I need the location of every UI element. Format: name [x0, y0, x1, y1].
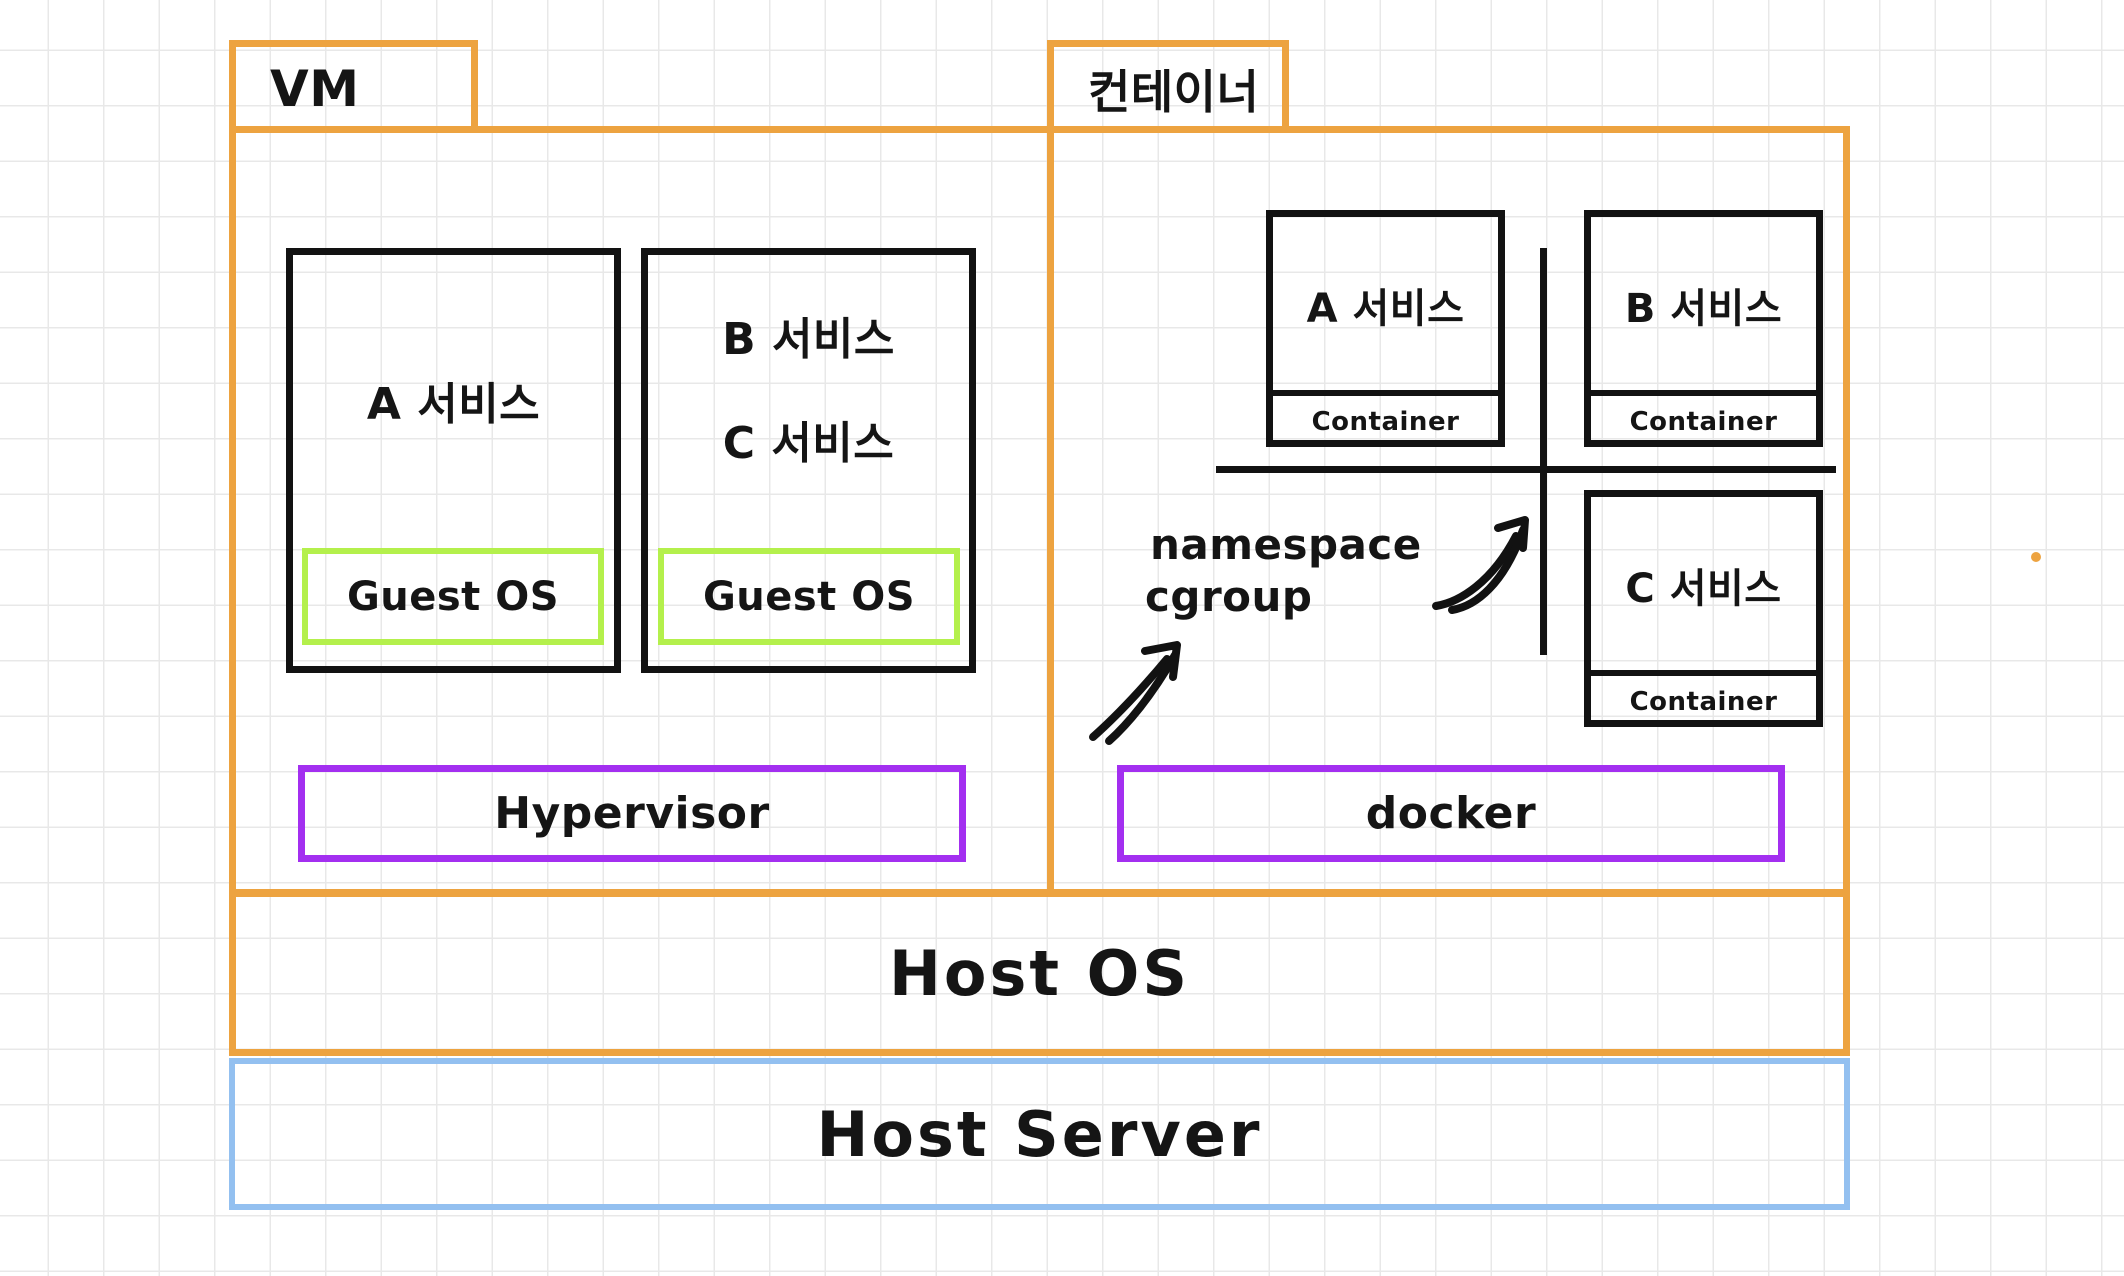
vm-tab: VM [229, 40, 478, 130]
guest-vm-1-service-0: A 서비스 [366, 379, 541, 430]
cgroup-arrow-up-icon [1089, 641, 1181, 745]
vm-container-divider [1047, 126, 1054, 896]
namespace-arrow-up-icon [1432, 516, 1529, 614]
container-box-a-sub-label: Container [1311, 406, 1460, 437]
container-box-c-service: C 서비스 [1625, 566, 1782, 612]
host-os-band: Host OS [229, 890, 1850, 1056]
stray-dot-marker [2031, 552, 2041, 562]
guest-vm-2-os-label: Guest OS [702, 573, 916, 620]
guest-vm-1-os-box: Guest OS [302, 548, 604, 645]
guest-vm-2-service-1-row: C 서비스 [641, 404, 976, 474]
namespace-annotation-label: namespace [1150, 520, 1480, 590]
hypervisor-box: Hypervisor [298, 765, 966, 862]
container-box-b-service: B 서비스 [1624, 286, 1783, 332]
container-box-c-sub-row: Container [1584, 676, 1823, 727]
container-box-c-separator [1584, 670, 1823, 676]
container-tab-label: 컨테이너 [1088, 64, 1260, 119]
vm-tab-label: VM [270, 59, 360, 118]
container-box-b-service-row: B 서비스 [1584, 270, 1823, 340]
container-box-b-sub-label: Container [1629, 406, 1778, 437]
container-box-a-separator [1266, 390, 1505, 396]
container-box-c [1584, 490, 1823, 727]
annotation-cgroup: cgroup [1145, 572, 1313, 621]
container-box-b-sub-row: Container [1584, 396, 1823, 447]
guest-vm-2-service-0-row: B 서비스 [641, 300, 976, 370]
container-tab: 컨테이너 [1047, 40, 1289, 130]
container-box-c-sub-label: Container [1629, 686, 1778, 717]
isolation-horizontal-line [1216, 466, 1836, 473]
annotation-namespace: namespace [1150, 520, 1422, 569]
docker-box: docker [1117, 765, 1785, 862]
container-box-c-service-row: C 서비스 [1584, 550, 1823, 620]
docker-label: docker [1365, 788, 1537, 839]
container-box-a [1266, 210, 1505, 447]
guest-vm-2-os-box: Guest OS [658, 548, 960, 645]
guest-vm-2-service-1: C 서비스 [722, 418, 895, 469]
guest-vm-1-service-list: A 서비스 [286, 340, 621, 460]
host-server-band: Host Server [229, 1058, 1850, 1210]
guest-vm-box-2 [641, 248, 976, 673]
guest-vm-box-1 [286, 248, 621, 673]
container-box-a-service: A 서비스 [1306, 286, 1465, 332]
cgroup-annotation-label: cgroup [1145, 572, 1475, 642]
host-os-label: Host OS [889, 936, 1190, 1010]
hypervisor-label: Hypervisor [494, 788, 770, 839]
guest-vm-2-service-0: B 서비스 [722, 314, 895, 365]
host-server-label: Host Server [816, 1097, 1263, 1171]
container-box-b-separator [1584, 390, 1823, 396]
guest-vm-1-os-label: Guest OS [346, 573, 560, 620]
container-box-b [1584, 210, 1823, 447]
container-box-a-service-row: A 서비스 [1266, 270, 1505, 340]
isolation-vertical-line [1540, 248, 1547, 655]
container-box-a-sub-row: Container [1266, 396, 1505, 447]
